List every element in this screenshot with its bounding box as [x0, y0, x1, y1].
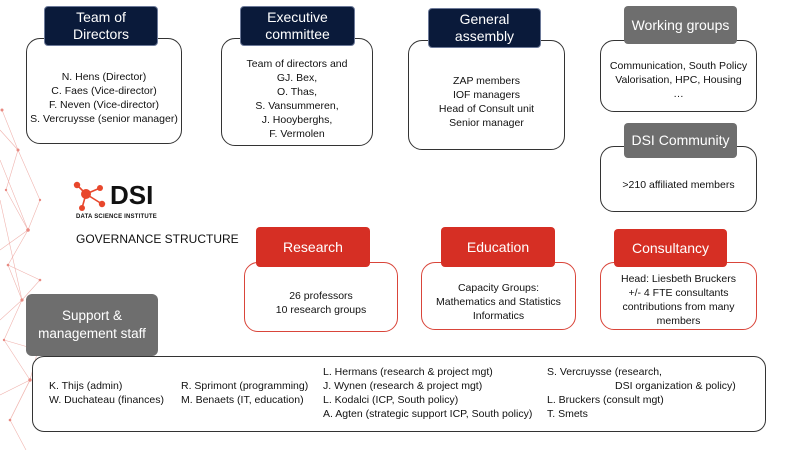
staff-member: W. Duchateau (finances) [49, 394, 164, 406]
exec-member-3: O. Thas, [276, 86, 318, 98]
consultancy-item-4: members [656, 315, 701, 327]
working-groups-title: Working groups [624, 6, 737, 44]
working-group-3: … [673, 88, 684, 100]
executive-committee-box: Team of directors and GJ. Bex, O. Thas, … [221, 38, 373, 146]
staff-member: DSI organization & policy) [615, 380, 736, 392]
assembly-member-2: IOF managers [452, 89, 521, 101]
exec-member-2: GJ. Bex, [276, 72, 318, 84]
consultancy-item-2: +/- 4 FTE consultants [628, 287, 729, 299]
working-groups-box: Communication, South Policy Valorisation… [600, 40, 757, 112]
staff-member: J. Wynen (research & project mgt) [323, 380, 483, 392]
working-group-2: Valorisation, HPC, Housing [615, 74, 742, 86]
staff-member: T. Smets [547, 408, 588, 420]
general-assembly-box: ZAP members IOF managers Head of Consult… [408, 40, 565, 150]
consultancy-title: Consultancy [614, 229, 727, 267]
staff-member: R. Sprimont (programming) [181, 380, 309, 392]
director-1: N. Hens (Director) [61, 71, 147, 83]
research-item-2: 10 research groups [275, 304, 367, 316]
exec-member-1: Team of directors and [246, 58, 348, 70]
research-item-1: 26 professors [289, 290, 353, 302]
dsi-community-title: DSI Community [624, 123, 737, 158]
education-box: Capacity Groups: Mathematics and Statist… [421, 262, 576, 330]
team-of-directors-title: Team of Directors [44, 6, 158, 46]
education-item-2: Mathematics and Statistics [436, 296, 561, 308]
logo-tagline: DATA SCIENCE INSTITUTE [76, 214, 157, 220]
support-staff-box: K. Thijs (admin) W. Duchateau (finances)… [32, 356, 766, 432]
staff-member: A. Agten (strategic support ICP, South p… [323, 408, 533, 420]
assembly-member-4: Senior manager [449, 117, 524, 129]
logo-name: DSI [110, 180, 154, 210]
general-assembly-title: General assembly [428, 8, 541, 48]
staff-member: L. Kodalci (ICP, South policy) [323, 394, 459, 406]
exec-member-5: J. Hooyberghs, [261, 114, 333, 126]
staff-column-2: R. Sprimont (programming) M. Benaets (IT… [181, 379, 308, 407]
governance-structure-caption: GOVERNANCE STRUCTURE [76, 232, 239, 246]
executive-committee-title: Executive committee [240, 6, 355, 46]
exec-member-4: S. Vansummeren, [255, 100, 339, 112]
education-title: Education [441, 227, 555, 267]
director-3: F. Neven (Vice-director) [48, 99, 160, 111]
team-of-directors-box: N. Hens (Director) C. Faes (Vice-directo… [26, 38, 182, 144]
staff-member: L. Bruckers (consult mgt) [547, 394, 664, 406]
assembly-member-3: Head of Consult unit [438, 103, 535, 115]
dsi-logo: DSI DATA SCIENCE INSTITUTE [72, 180, 202, 226]
working-group-1: Communication, South Policy [609, 60, 748, 72]
support-staff-title: Support & management staff [26, 294, 158, 356]
consultancy-item-3: contributions from many [622, 301, 735, 313]
staff-member: S. Vercruysse (research, [547, 366, 662, 378]
director-4: S. Vercruysse (senior manager) [30, 113, 178, 125]
staff-member: K. Thijs (admin) [49, 380, 123, 392]
consultancy-item-1: Head: Liesbeth Bruckers [621, 273, 736, 285]
assembly-member-1: ZAP members [453, 75, 520, 87]
staff-member: M. Benaets (IT, education) [181, 394, 304, 406]
education-item-3: Informatics [472, 310, 525, 322]
network-logo-icon [73, 181, 106, 211]
dsi-community-text: >210 affiliated members [622, 179, 735, 191]
director-2: C. Faes (Vice-director) [51, 85, 157, 97]
consultancy-box: Head: Liesbeth Bruckers +/- 4 FTE consul… [600, 262, 757, 330]
staff-member: L. Hermans (research & project mgt) [323, 366, 493, 378]
exec-member-6: F. Vermolen [269, 128, 325, 140]
staff-column-4: S. Vercruysse (research, DSI organizatio… [547, 365, 736, 421]
research-title: Research [256, 227, 370, 267]
research-box: 26 professors 10 research groups [244, 262, 398, 332]
staff-column-1: K. Thijs (admin) W. Duchateau (finances) [49, 379, 164, 407]
staff-column-3: L. Hermans (research & project mgt) J. W… [323, 365, 532, 421]
education-item-1: Capacity Groups: [457, 282, 540, 294]
